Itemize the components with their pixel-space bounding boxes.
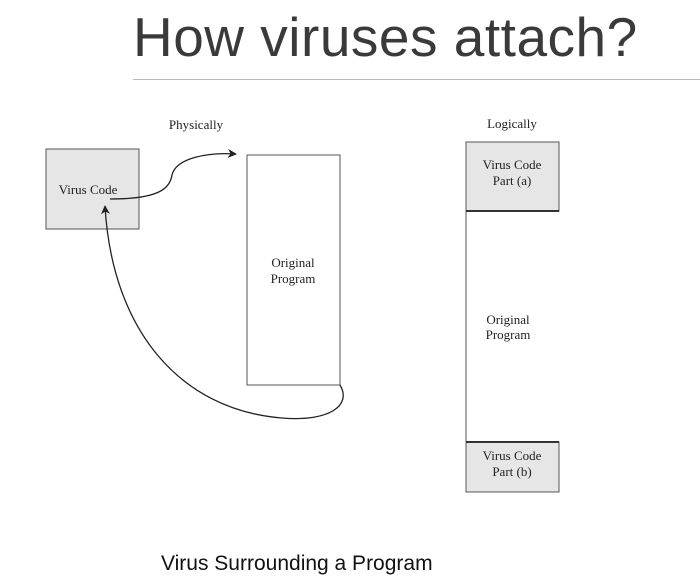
logical-part-a-label-line1: Virus Code	[483, 157, 542, 172]
physical-original-program-box	[246, 154, 341, 386]
physical-view: Physically Virus Code Original Program	[45, 117, 344, 420]
physical-virus-code-box	[45, 148, 140, 230]
physical-virus-code-label: Virus Code	[59, 182, 118, 197]
logical-virus-part-b-box	[465, 441, 560, 493]
slide-title: How viruses attach?	[133, 6, 638, 68]
logical-program-label-line1: Original	[486, 312, 530, 327]
virus-attachment-diagram: Physically Virus Code Original Program L…	[45, 116, 560, 493]
physical-heading: Physically	[169, 117, 224, 132]
physical-program-label-line2: Program	[271, 271, 316, 286]
logical-heading: Logically	[487, 116, 537, 131]
logical-part-a-label-line2: Part (a)	[493, 173, 532, 188]
title-divider	[133, 79, 700, 80]
return-to-virus-arrow	[100, 205, 344, 420]
logical-program-label-line2: Program	[486, 327, 531, 342]
diagram-caption: Virus Surrounding a Program	[161, 552, 433, 575]
logical-part-b-label-line2: Part (b)	[492, 464, 531, 479]
jump-to-program-arrow	[109, 148, 237, 200]
logical-part-b-label-line1: Virus Code	[483, 448, 542, 463]
physical-program-label-line1: Original	[271, 255, 315, 270]
logical-view: Logically Virus Code Part (a) Original P…	[465, 116, 560, 493]
